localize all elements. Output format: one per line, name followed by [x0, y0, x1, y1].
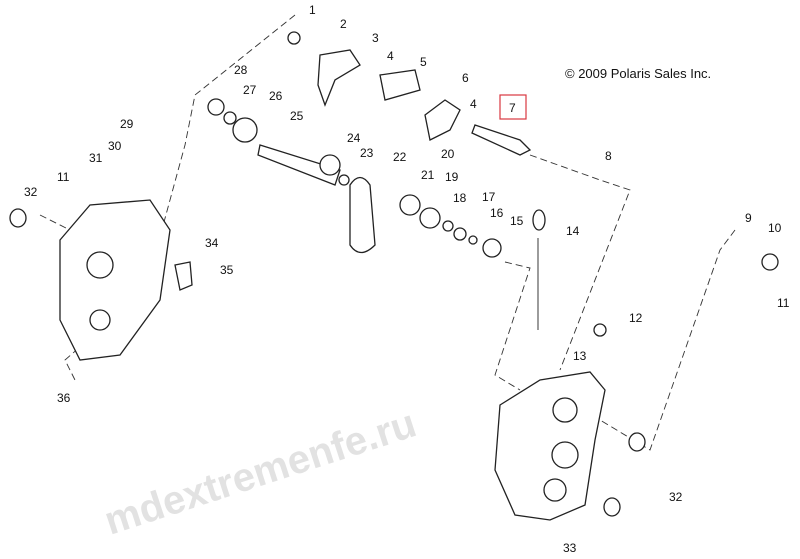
- callout-12: 12: [629, 311, 643, 325]
- callout-20: 20: [441, 147, 455, 161]
- right-gearcase: [494, 209, 646, 521]
- callout-7: 7: [509, 101, 516, 115]
- callouts: 1 2 3 4 5 6 4 7 8 28 27 26 25 24 23 22 2…: [24, 3, 790, 555]
- assembly-line-left: [64, 14, 296, 381]
- callout-2: 2: [340, 17, 347, 31]
- callout-4: 4: [470, 97, 477, 111]
- callout-11: 11: [57, 170, 70, 184]
- callout-27: 27: [243, 83, 257, 97]
- callout-15: 15: [510, 214, 524, 228]
- callout-32: 32: [24, 185, 38, 199]
- callout-30: 30: [108, 139, 122, 153]
- callout-22: 22: [393, 150, 407, 164]
- callout-26: 26: [269, 89, 283, 103]
- callout-34: 34: [205, 236, 219, 250]
- callout-32: 32: [669, 490, 683, 504]
- callout-28: 28: [234, 63, 248, 77]
- internal-parts: [174, 31, 779, 337]
- callout-3: 3: [372, 31, 379, 45]
- callout-19: 19: [445, 170, 459, 184]
- callout-14: 14: [566, 224, 580, 238]
- assembly-line-9: [599, 229, 736, 451]
- callout-9: 9: [745, 211, 752, 225]
- callout-4: 4: [387, 49, 394, 63]
- callout-10: 10: [768, 221, 782, 235]
- callout-1: 1: [309, 3, 316, 17]
- callout-36: 36: [57, 391, 71, 405]
- callout-18: 18: [453, 191, 467, 205]
- callout-17: 17: [482, 190, 496, 204]
- highlight-box: [499, 94, 527, 120]
- callout-24: 24: [347, 131, 361, 145]
- watermark: mdextremenfe.ru: [99, 401, 421, 543]
- assembly-line-right: [529, 154, 631, 371]
- callout-16: 16: [490, 206, 504, 220]
- assembly-line-15: [494, 261, 531, 391]
- callout-31: 31: [89, 151, 103, 165]
- callout-13: 13: [573, 349, 587, 363]
- copyright-notice: © 2009 Polaris Sales Inc.: [565, 66, 711, 81]
- left-gearcase: [9, 199, 171, 361]
- callout-5: 5: [420, 55, 427, 69]
- callout-29: 29: [120, 117, 134, 131]
- callout-8: 8: [605, 149, 612, 163]
- callout-33: 33: [563, 541, 577, 555]
- callout-11: 11: [777, 296, 790, 310]
- callout-23: 23: [360, 146, 374, 160]
- callout-21: 21: [421, 168, 435, 182]
- callout-6: 6: [462, 71, 469, 85]
- callout-25: 25: [290, 109, 304, 123]
- callout-35: 35: [220, 263, 234, 277]
